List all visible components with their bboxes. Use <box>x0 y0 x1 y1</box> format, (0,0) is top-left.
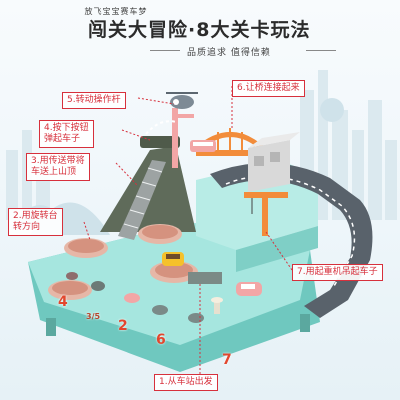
road-track <box>210 162 373 318</box>
divider-right <box>306 50 336 51</box>
callout-turntable: 2.用旋转台 转方向 <box>8 208 63 236</box>
helicopter <box>170 95 194 109</box>
callout-button: 4.按下按钮 弹起车子 <box>39 120 94 148</box>
badge-6: 6 <box>156 332 166 348</box>
callout-crane: 7.用起重机吊起车子 <box>292 264 383 281</box>
header-top-line: 放飞宝宝赛车梦 <box>84 7 148 16</box>
plateau-front <box>236 226 318 272</box>
callout-station: 1.从车站出发 <box>154 374 218 391</box>
rotating-discs <box>48 224 198 300</box>
crane-tower <box>262 196 268 236</box>
base-buttons <box>66 272 223 323</box>
callout-conveyor: 3.用传送带将 车送上山顶 <box>26 153 90 181</box>
page-title: 闯关大冒险·8大关卡玩法 <box>88 19 311 41</box>
callout-lever: 5.转动操作杆 <box>62 92 126 109</box>
badge-7: 7 <box>222 352 232 368</box>
callout-lines <box>83 86 293 374</box>
divider-left <box>150 50 180 51</box>
badge-3-5: 3/5 <box>86 312 101 321</box>
badge-2: 2 <box>118 318 128 334</box>
conveyor-belt <box>118 160 166 240</box>
header: 放飞宝宝赛车梦 闯关大冒险·8大关卡玩法 品质追求 值得信赖 <box>0 0 400 60</box>
callout-bridge: 6.让桥连接起来 <box>232 80 305 97</box>
page-subtitle: 品质追求 值得信赖 <box>187 48 271 58</box>
badge-4: 4 <box>58 294 68 310</box>
control-lever <box>172 108 178 168</box>
